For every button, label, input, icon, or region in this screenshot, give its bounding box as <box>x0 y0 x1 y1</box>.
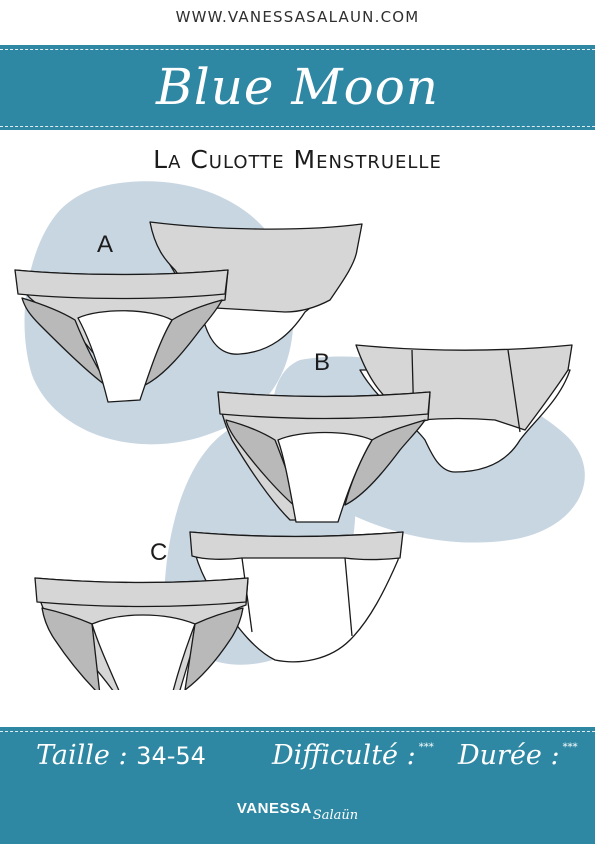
difficulty-label: Difficulté : <box>272 740 416 771</box>
size-spec: Taille : 34-54 <box>36 740 206 771</box>
footer-band <box>0 727 595 844</box>
title-band <box>0 45 595 130</box>
difficulty-spec: Difficulté :*** <box>272 740 434 771</box>
stitch-line <box>0 731 595 732</box>
variant-c-front <box>34 577 249 690</box>
brand-name: VANESSA <box>236 800 312 817</box>
variant-label-a: A <box>97 231 113 258</box>
duration-spec: Durée :*** <box>458 740 578 771</box>
variant-label-c: C <box>150 539 167 566</box>
variant-a-front <box>14 269 229 403</box>
duration-stars: *** <box>562 742 578 753</box>
duration-label: Durée : <box>458 740 560 771</box>
size-label: Taille : <box>36 740 128 771</box>
pattern-specs: Taille : 34-54 Difficulté :*** Durée :**… <box>0 740 595 784</box>
variant-label-b: B <box>314 349 330 376</box>
brand-logo: VANESSASalaün <box>0 798 595 823</box>
stitch-line <box>0 126 595 127</box>
garment-illustration: A B C <box>14 181 585 690</box>
difficulty-stars: *** <box>418 742 434 753</box>
pattern-subtitle: La Culotte Menstruelle <box>153 145 442 174</box>
variant-c-back <box>189 531 404 663</box>
brand-surname: Salaün <box>312 808 359 823</box>
site-url: WWW.VANESSASALAUN.COM <box>175 8 420 26</box>
variant-b-front <box>217 391 431 523</box>
size-value: 34-54 <box>136 742 206 770</box>
pattern-title: Blue Moon <box>155 58 440 116</box>
stitch-line <box>0 49 595 50</box>
